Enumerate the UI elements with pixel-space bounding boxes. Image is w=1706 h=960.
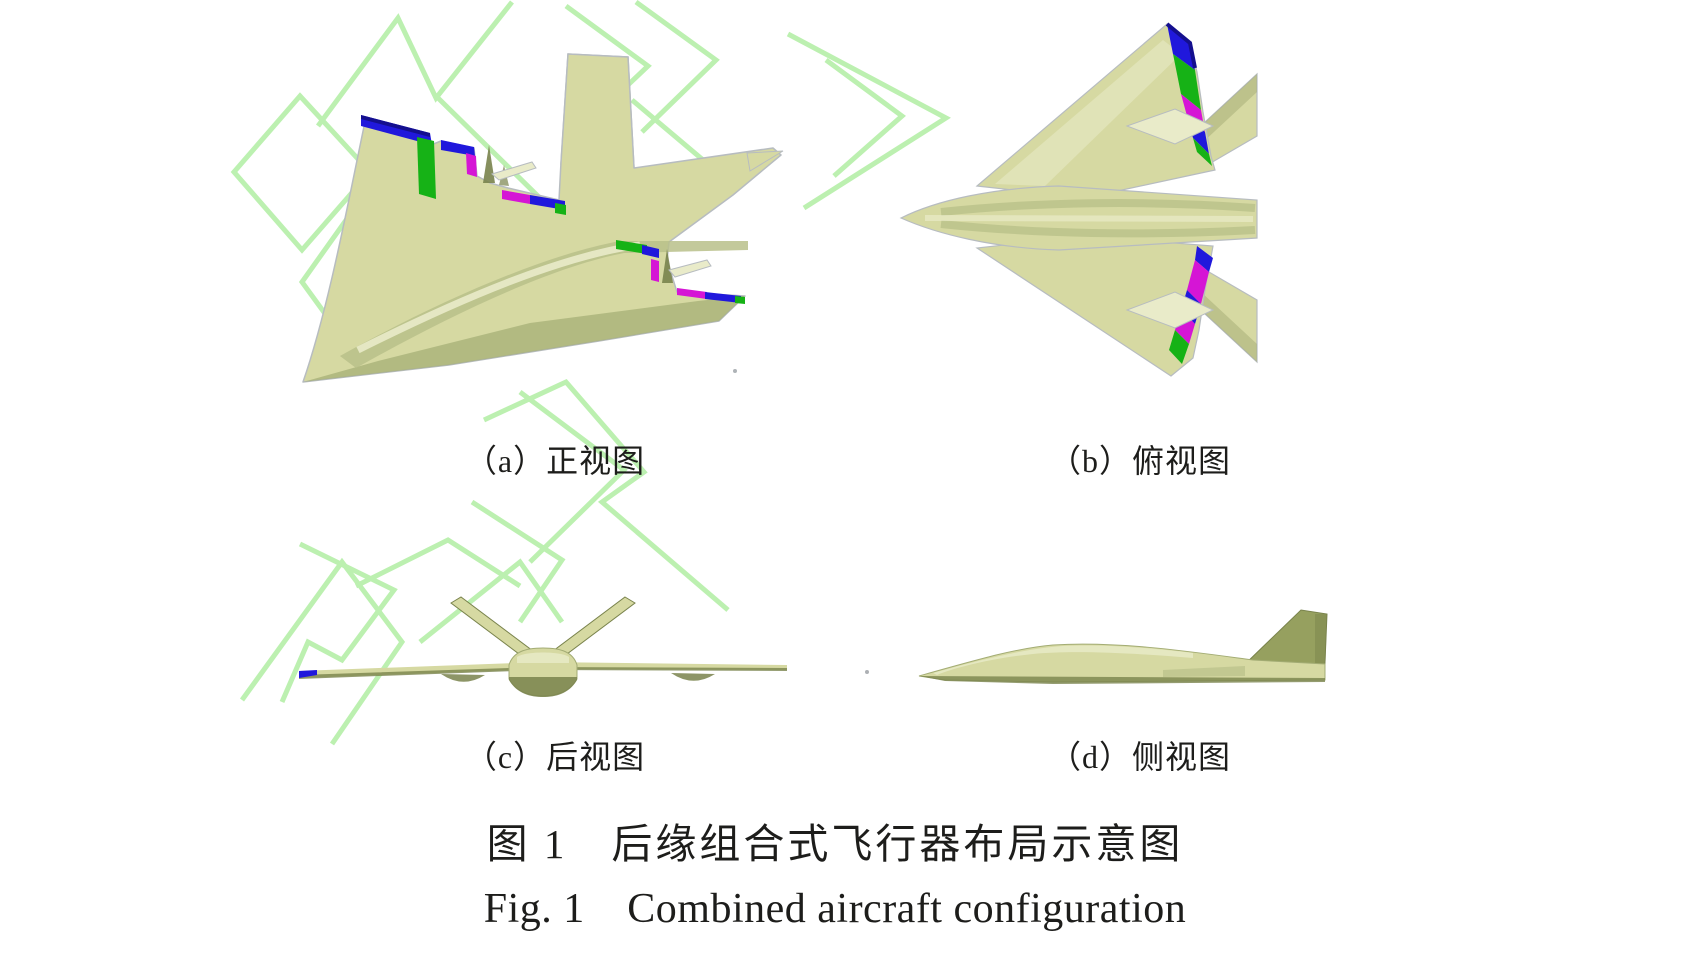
watermark-glyphs (230, 0, 951, 746)
wingtip-blue-mark (299, 670, 317, 678)
aircraft-side-view-image (865, 609, 1328, 684)
subfigure-b-caption: （b）俯视图 (1048, 443, 1231, 479)
figure-caption-chinese: 图 1 后缘组合式飞行器布局示意图 (486, 821, 1184, 867)
canard-blade (668, 259, 712, 278)
wing (299, 662, 787, 678)
aircraft-side-view (865, 609, 1328, 684)
trailing-edge-controls-mid (502, 190, 566, 215)
small-fin (483, 145, 495, 183)
nacelle-lower (1125, 291, 1215, 329)
flap-edge-green (1173, 54, 1201, 110)
aircraft-front-view-image (302, 53, 784, 383)
aircraft-rear-view-image (299, 596, 787, 697)
trailing-edge-controls-rear-wing (616, 240, 745, 304)
aft-deck (1163, 666, 1245, 677)
trailing-edge-controls-left-wing (361, 115, 477, 199)
speck (733, 369, 737, 373)
aircraft-top-view-image (899, 22, 1258, 377)
flap-edge-blue (1167, 24, 1195, 70)
subfigure-a-caption: （a）正视图 (464, 443, 646, 479)
wingtip-pod (746, 150, 784, 172)
speck (865, 670, 869, 674)
flap-edge-navy (1165, 22, 1197, 69)
nacelle-right (671, 673, 715, 681)
nacelle-upper (1125, 108, 1215, 145)
small-fin (662, 249, 673, 283)
aircraft-front-view (302, 53, 784, 383)
subfigure-c-caption: （c）后视图 (464, 739, 646, 775)
underside-shadow (303, 296, 745, 382)
aircraft-top-view (899, 22, 1258, 377)
flap-edge-navy (361, 115, 430, 137)
aircraft-rear-view (299, 596, 787, 697)
subfigure-d-caption: （d）侧视图 (1048, 739, 1231, 775)
flap-edge-magenta (466, 153, 477, 177)
nacelle-left (441, 674, 485, 682)
canard-blade (490, 161, 537, 181)
flap-edge-green (417, 137, 436, 199)
figure-caption-english: Fig. 1 Combined aircraft configuration (483, 886, 1187, 932)
